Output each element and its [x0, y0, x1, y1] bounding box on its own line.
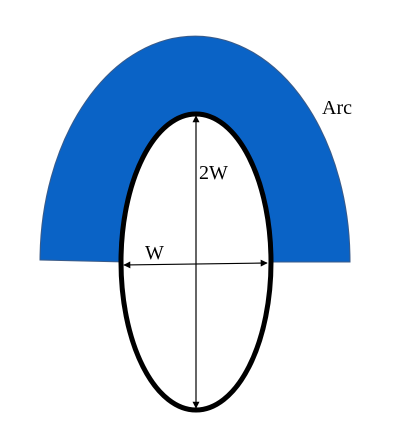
width-arrow: [123, 259, 268, 269]
arc-label: Arc: [322, 97, 352, 119]
width-label: W: [145, 242, 164, 264]
height-label: 2W: [199, 162, 228, 184]
